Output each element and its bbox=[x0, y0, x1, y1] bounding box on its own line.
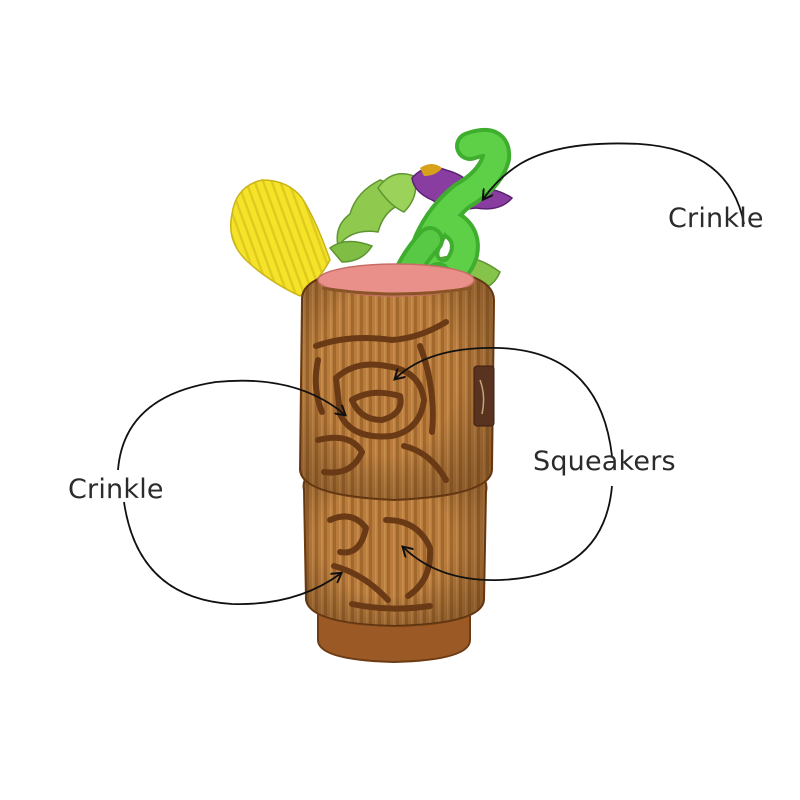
tiki-face-carving bbox=[312, 319, 449, 612]
tiki-cup-body bbox=[298, 263, 496, 664]
squeakers-callout: Squeakers bbox=[533, 446, 676, 477]
crinkle-top-arrow bbox=[484, 142, 745, 225]
crinkle-left-upper-arrow bbox=[117, 379, 344, 471]
crinkle-callout-top: Crinkle bbox=[668, 203, 764, 234]
brand-tag bbox=[473, 365, 495, 427]
crinkle-left-lower-arrow bbox=[123, 501, 340, 605]
squeakers-lower-arrow bbox=[404, 485, 613, 581]
pineapple-wedge bbox=[230, 179, 331, 297]
crinkle-callout-left: Crinkle bbox=[68, 474, 164, 505]
squeakers-upper-arrow bbox=[396, 347, 613, 457]
